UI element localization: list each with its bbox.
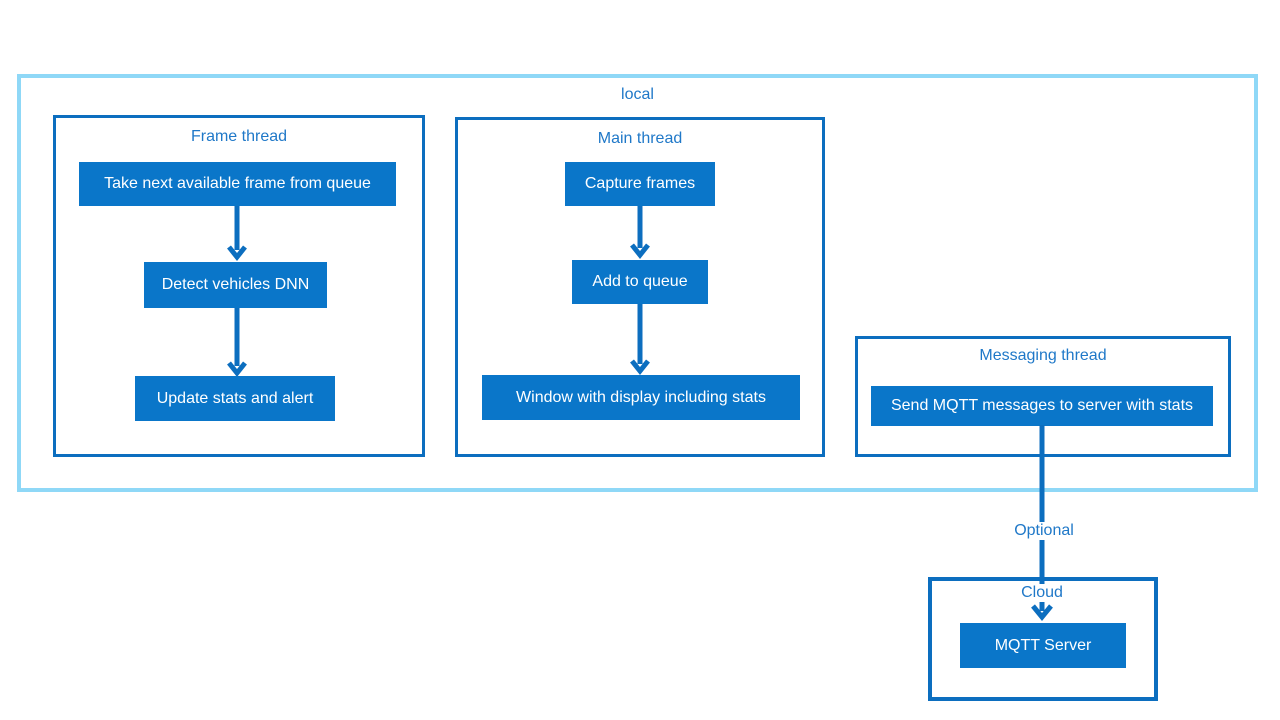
node-add-to-queue: Add to queue [572,260,708,304]
optional-label: Optional [994,522,1094,540]
node-send-mqtt: Send MQTT messages to server with stats [871,386,1213,426]
node-update-stats: Update stats and alert [135,376,335,421]
messaging-thread-title: Messaging thread [979,347,1107,364]
node-window-display: Window with display including stats [482,375,800,420]
node-detect-vehicles: Detect vehicles DNN [144,262,327,308]
arrow-frame-2 [227,308,247,378]
frame-thread-title: Frame thread [190,128,288,145]
arrow-frame-1 [227,206,247,262]
local-group-box [17,74,1258,492]
node-mqtt-server: MQTT Server [960,623,1126,668]
cloud-group-label: Cloud [1002,584,1082,602]
node-take-next-frame: Take next available frame from queue [79,162,396,206]
connector-messaging-to-cloud [1031,425,1053,621]
arrow-main-2 [630,304,650,376]
arrow-main-1 [630,206,650,260]
node-capture-frames: Capture frames [565,162,715,206]
main-thread-title: Main thread [597,130,683,147]
local-group-label: local [621,86,654,103]
